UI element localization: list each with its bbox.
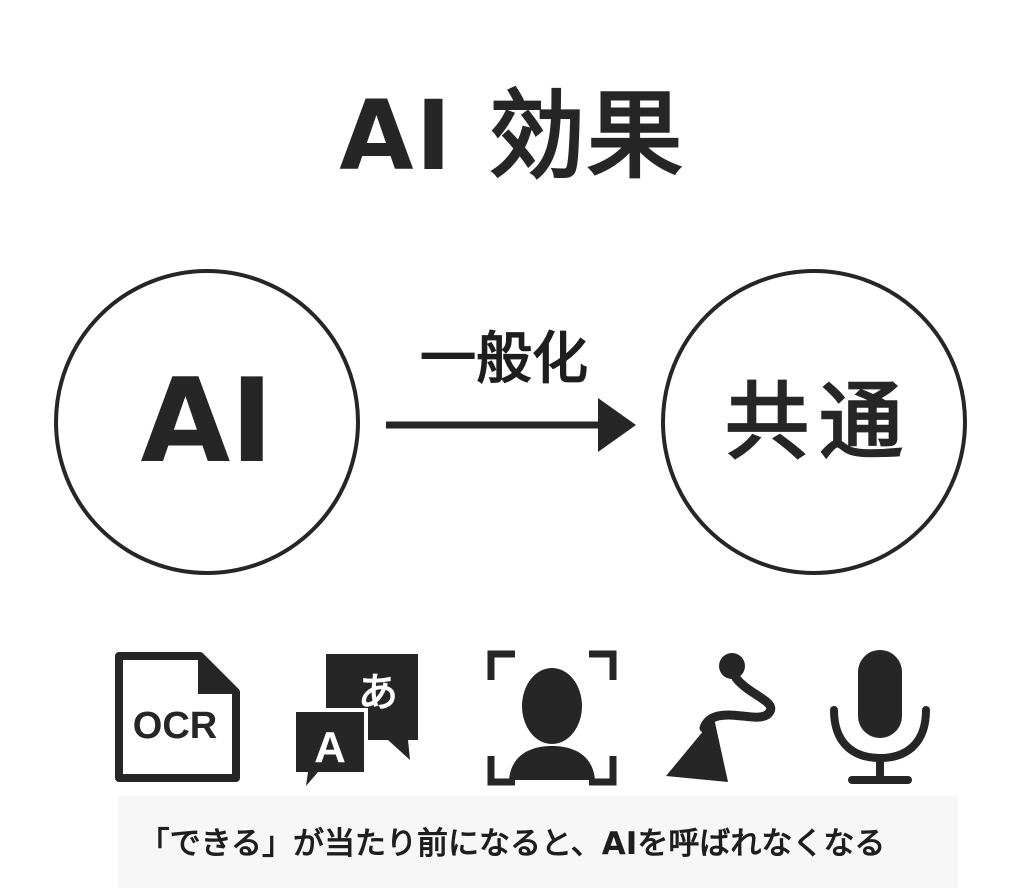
microphone-icon: [820, 648, 950, 788]
translate-latin-label: A: [314, 723, 346, 772]
ai-node: AI: [54, 269, 360, 575]
navigation-route-icon: [662, 648, 792, 788]
arrow-label: 一般化: [400, 332, 608, 388]
caption-background: [118, 796, 958, 888]
caption-text: 「できる」が当たり前になると、AIを呼ばれなくなる: [138, 826, 886, 862]
face-recognition-icon: [487, 648, 617, 788]
page-title: AI 効果: [339, 80, 685, 192]
translate-kana-label: あ: [358, 670, 398, 716]
common-node: 共通: [661, 269, 967, 575]
translate-icon: A あ: [290, 648, 420, 788]
common-node-label: 共通: [724, 373, 913, 471]
arrow-right-icon: [386, 398, 636, 452]
ocr-document-icon: OCR: [112, 648, 242, 788]
ai-node-label: AI: [140, 354, 274, 489]
ocr-label: OCR: [133, 705, 217, 747]
